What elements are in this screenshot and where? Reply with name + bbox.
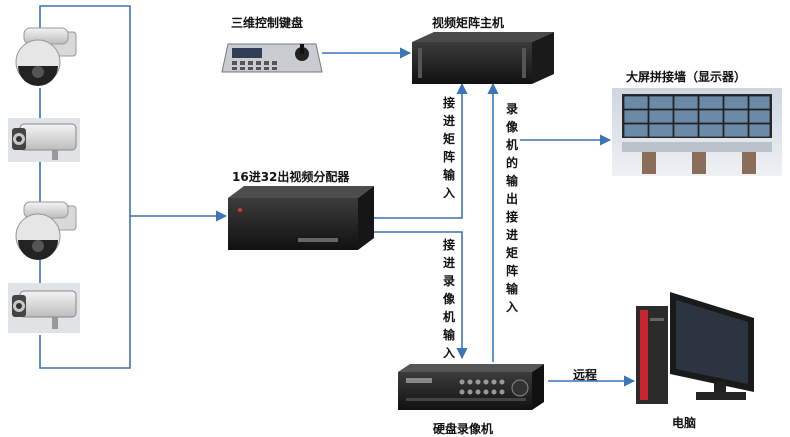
bullet-camera-1 [8,118,80,162]
hard-disk-recorder [398,364,544,410]
dvr-out-to-matrix-label: 录像机的输出接进矩阵输入 [505,102,518,314]
video-wall-label: 大屏拼接墙（显示器） [626,70,747,84]
video-distributor [228,186,374,250]
camera-bus-top [39,5,131,369]
distributor-to-matrix-line [370,82,468,219]
matrix-host-label: 视频矩阵主机 [432,16,505,30]
dome-camera-1 [15,27,77,86]
keyboard-label: 三维控制键盘 [231,16,304,30]
computer-label: 电脑 [672,416,697,430]
computer [636,292,754,404]
dvr-label: 硬盘录像机 [433,422,494,436]
remote-label: 远程 [573,368,598,382]
video-wall [612,88,782,176]
to-recorder-input-label: 接进录像机输入 [442,238,455,360]
distributor-to-dvr-line [370,231,468,360]
bullet-camera-2 [8,283,80,333]
dome-camera-2 [15,201,77,260]
control-keyboard [221,43,323,73]
connection-lines [39,5,636,387]
video-matrix-host [412,32,554,84]
to-matrix-input-label: 接进矩阵输入 [442,96,455,200]
distributor-label: 16进32出视频分配器 [232,170,350,184]
